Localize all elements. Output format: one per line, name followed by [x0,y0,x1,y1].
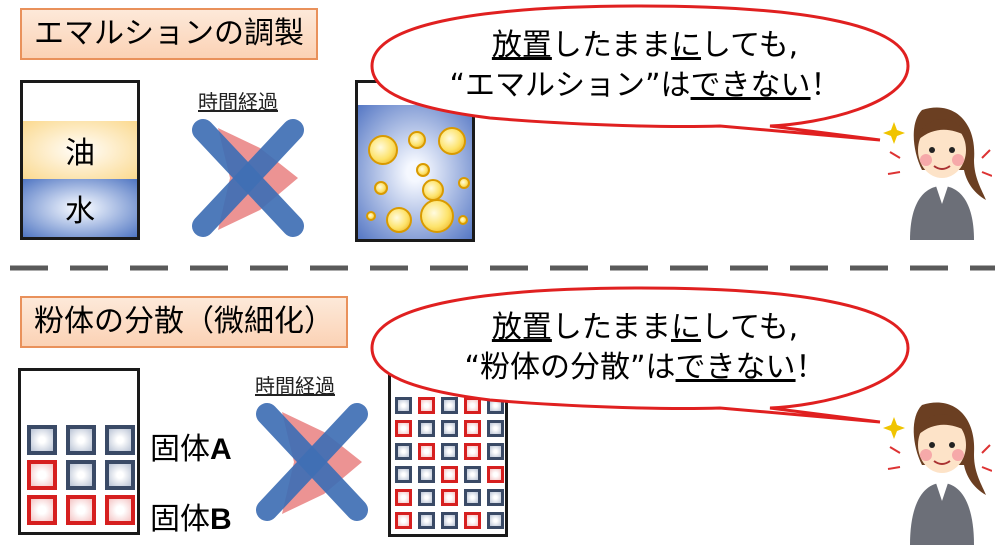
water-layer: 水 [23,179,137,237]
speech-line-2: “エマルション”はできない！ [395,66,895,106]
solid-b-particle [418,397,435,414]
solid-b-particle [395,489,412,506]
solid-a-particle [105,460,135,490]
oil-droplet [458,215,468,225]
solid-b-particle [418,443,435,460]
woman-icon [883,107,992,240]
solid-b-particle [66,495,96,525]
solid-a-particle [395,466,412,483]
solid-a-particle [441,443,458,460]
solid-b-particle [395,420,412,437]
speech-underline: に [670,310,701,345]
solid-a-particle [441,397,458,414]
oil-droplet [438,127,466,155]
solid-a-particle [27,425,57,455]
speech-text: しても, [700,28,799,63]
crossed-arrow-icon [192,119,304,237]
solid-a-particle [395,397,412,414]
solid-b-particle [441,489,458,506]
solid-b-particle [464,420,481,437]
solid-a-particle [418,420,435,437]
speech-line-1: 放置したままにしても, [395,308,895,348]
oil-droplet [368,135,398,165]
emulsion-title: エマルションの調製 [20,8,318,60]
solid-b-particle [105,495,135,525]
woman-icon [883,402,992,545]
solid-a-label: 固体A [150,424,232,468]
mixed-solids-container [18,368,140,535]
speech-text: “エマルション”は [449,68,691,103]
solid-a-particle [418,489,435,506]
time-elapsed-label: 時間経過 [255,374,335,398]
solid-b-particle [487,466,504,483]
solid-a-particle [464,466,481,483]
speech-text-bottom: 放置したままにしても, “粉体の分散”はできない！ [395,308,895,388]
dispersion-title: 粉体の分散（微細化） [20,296,348,348]
sparkle-icon [883,417,905,439]
speech-text: ！ [810,68,841,103]
speech-text-top: 放置したままにしても, “エマルション”はできない！ [395,26,895,106]
solid-b-particle [464,443,481,460]
solid-b-particle [441,466,458,483]
water-label: 水 [65,194,95,229]
oil-droplet [420,199,454,233]
solid-b-particle [27,495,57,525]
sparkle-icon [883,122,905,144]
crossed-arrow-icon [256,403,368,521]
speech-bubble [370,286,910,424]
solid-a-kanji: 固体 [150,432,210,467]
speech-line-1: 放置したままにしても, [395,26,895,66]
solid-a-letter: A [210,433,232,466]
solid-a-particle [418,512,435,529]
oil-droplet [458,177,470,189]
separated-beaker: 油 水 [20,80,140,240]
speech-text: ！ [795,350,826,385]
time-elapsed-label: 時間経過 [198,90,278,114]
solid-a-particle [441,512,458,529]
solid-b-particle [464,512,481,529]
speech-underline: に [670,28,701,63]
speech-underline: できない [675,350,796,385]
solid-a-particle [487,443,504,460]
solid-a-particle [487,512,504,529]
solid-a-particle [441,420,458,437]
speech-bubble [370,4,910,142]
dispersed-solids-container [388,372,508,537]
section-divider [10,265,995,271]
oil-droplet [374,181,388,195]
oil-droplet [386,207,412,233]
oil-droplet [416,163,430,177]
solid-a-particle [487,420,504,437]
oil-droplet [366,211,376,221]
solid-a-particle [395,443,412,460]
oil-droplet [422,179,444,201]
speech-text: したまま [551,310,671,345]
solid-a-particle [66,425,96,455]
solid-b-particle [395,512,412,529]
speech-line-2: “粉体の分散”はできない！ [395,348,895,388]
solid-b-kanji: 固体 [150,502,210,537]
solid-a-particle [105,425,135,455]
speech-underline: 放置 [491,310,552,345]
speech-text: しても, [700,310,799,345]
solid-b-letter: B [210,503,232,536]
solid-a-particle [487,489,504,506]
speech-underline: できない [690,68,811,103]
speech-text: したまま [551,28,671,63]
solid-a-particle [464,489,481,506]
oil-droplet [408,131,426,149]
oil-label: 油 [65,136,95,171]
solid-a-particle [418,466,435,483]
oil-layer: 油 [23,121,137,179]
solid-a-particle [66,460,96,490]
solid-b-particle [27,460,57,490]
speech-text: “粉体の分散”は [464,350,676,385]
speech-underline: 放置 [491,28,552,63]
solid-b-label: 固体B [150,494,232,538]
